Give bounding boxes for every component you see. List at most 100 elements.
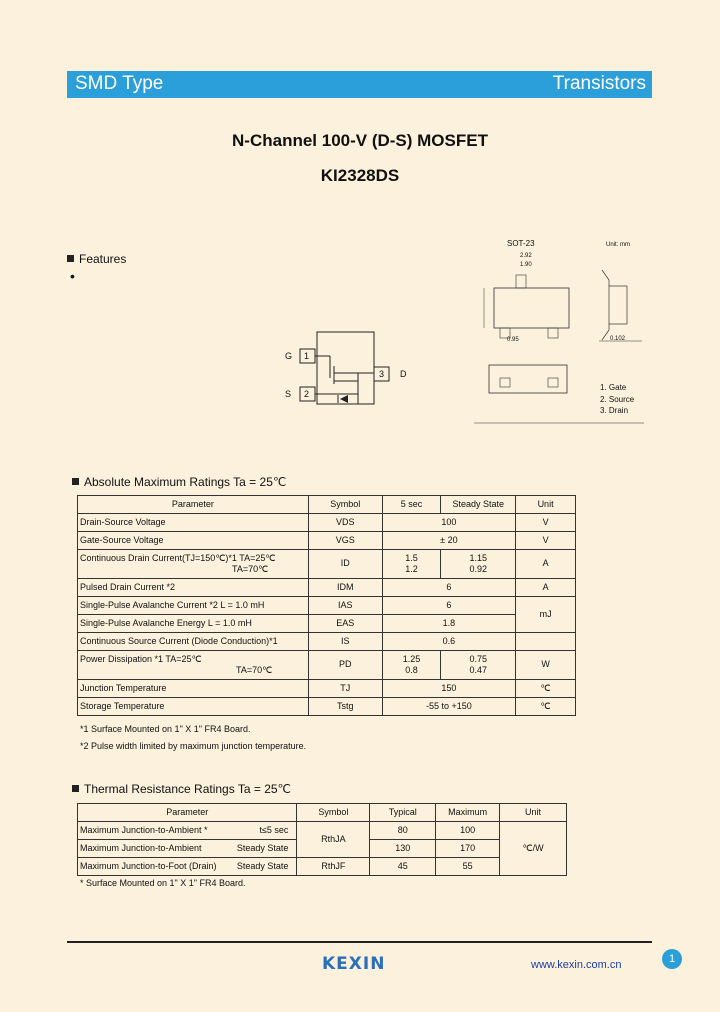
abs-max-heading: Absolute Maximum Ratings Ta = 25℃ bbox=[72, 475, 286, 489]
value-cell: 6 bbox=[381, 596, 517, 615]
value-cell: -55 to +150 bbox=[381, 697, 517, 716]
symbol-cell: Tstg bbox=[307, 697, 383, 716]
param-cell: Gate-Source Voltage bbox=[77, 531, 309, 550]
maximum-cell: 100 bbox=[435, 821, 501, 840]
table-row: Maximum Junction-to-Ambient *t≤5 sec Rth… bbox=[76, 821, 567, 876]
features-bullet: • bbox=[70, 268, 75, 284]
header-right-title: Transistors bbox=[552, 73, 646, 94]
symbol-cell: IAS bbox=[307, 596, 383, 615]
unit-cell: ℃ bbox=[515, 679, 576, 698]
gate-pin: 1 bbox=[304, 351, 310, 361]
table-row: Storage Temperature Tstg -55 to +150 ℃ bbox=[77, 697, 576, 716]
table-row: Continuous Source Current (Diode Conduct… bbox=[77, 632, 576, 651]
dim-pitch: 1.90 bbox=[520, 262, 532, 268]
symbol-cell: EAS bbox=[307, 614, 383, 633]
package-unit: Unit: mm bbox=[606, 242, 630, 248]
symbol-cell: IS bbox=[307, 632, 383, 651]
dim-height: 0.102 bbox=[610, 336, 626, 342]
symbol-cell: VDS bbox=[307, 513, 383, 532]
symbol-cell: PD bbox=[307, 650, 383, 680]
value-cell: 0.6 bbox=[381, 632, 517, 651]
param-cell: Maximum Junction-to-Foot (Drain)Steady S… bbox=[76, 857, 298, 876]
table-row: Maximum Junction-to-Foot (Drain)Steady S… bbox=[76, 857, 567, 876]
page-number: 1 bbox=[662, 949, 682, 969]
param-cell: Storage Temperature bbox=[77, 697, 309, 716]
pin-2-description: 2. Source bbox=[600, 395, 635, 404]
unit-cell: ℃/W bbox=[499, 821, 567, 876]
document-title: N-Channel 100-V (D-S) MOSFET bbox=[232, 131, 488, 150]
package-name: SOT-23 bbox=[507, 239, 535, 248]
symbol-cell: TJ bbox=[307, 679, 383, 698]
dim-lead: 0.95 bbox=[507, 337, 519, 343]
thermal-table: Parameter Symbol Typical Maximum Unit Ma… bbox=[76, 803, 567, 876]
symbol-cell: VGS bbox=[307, 531, 383, 550]
value-cell: 6 bbox=[381, 578, 517, 597]
table-header-row: Parameter Symbol Typical Maximum Unit bbox=[76, 803, 567, 822]
value-cell: ± 20 bbox=[381, 531, 517, 550]
table-row: Single-Pulse Avalanche Current *2 L = 1.… bbox=[77, 596, 576, 633]
website-link[interactable]: www.kexin.com.cn bbox=[531, 959, 622, 971]
table-row: Power Dissipation *1 TA=25℃ TA=70℃ PD 1.… bbox=[77, 650, 576, 680]
typical-cell: 130 bbox=[369, 839, 437, 858]
package-drawing bbox=[474, 269, 644, 424]
header-cell: Parameter bbox=[76, 803, 298, 822]
drain-pin: 3 bbox=[379, 369, 385, 379]
gate-label: G bbox=[285, 351, 293, 361]
dim-width: 2.92 bbox=[520, 253, 532, 259]
source-label: S bbox=[285, 389, 292, 399]
symbol-cell: RthJA bbox=[296, 821, 371, 858]
table-row: Junction Temperature TJ 150 ℃ bbox=[77, 679, 576, 698]
param-cell: Power Dissipation *1 TA=25℃ TA=70℃ bbox=[77, 650, 309, 680]
unit-cell: mJ bbox=[515, 596, 576, 633]
table-row: Continuous Drain Current(TJ=150℃)*1 TA=2… bbox=[77, 549, 576, 579]
param-cell: Single-Pulse Avalanche Energy L = 1.0 mH bbox=[77, 614, 309, 633]
param-cell: Continuous Source Current (Diode Conduct… bbox=[77, 632, 309, 651]
unit-cell: W bbox=[515, 650, 576, 680]
maximum-cell: 170 bbox=[435, 839, 501, 858]
mosfet-schematic bbox=[299, 331, 390, 405]
param-cell: Continuous Drain Current(TJ=150℃)*1 TA=2… bbox=[77, 549, 309, 579]
header-cell: Maximum bbox=[435, 803, 501, 822]
symbol-cell: IDM bbox=[307, 578, 383, 597]
source-pin: 2 bbox=[304, 389, 310, 399]
header-cell: Symbol bbox=[296, 803, 371, 822]
header-cell: Parameter bbox=[77, 495, 309, 514]
table-header-row: Parameter Symbol 5 sec Steady State Unit bbox=[77, 495, 576, 514]
maximum-cell: 55 bbox=[435, 857, 501, 876]
features-heading: Features bbox=[67, 252, 126, 266]
typical-cell: 80 bbox=[369, 821, 437, 840]
square-bullet-icon bbox=[72, 785, 79, 792]
symbol-cell: RthJF bbox=[296, 857, 371, 876]
thermal-footnote: * Surface Mounted on 1" X 1" FR4 Board. bbox=[80, 878, 246, 888]
param-cell: Pulsed Drain Current *2 bbox=[77, 578, 309, 597]
header-cell: Steady State bbox=[440, 495, 517, 514]
pin-3-description: 3. Drain bbox=[600, 406, 629, 415]
header-cell: Symbol bbox=[307, 495, 383, 514]
pin-1-description: 1. Gate bbox=[600, 383, 627, 392]
header-cell: Typical bbox=[369, 803, 437, 822]
footer-divider bbox=[67, 941, 652, 943]
thermal-heading: Thermal Resistance Ratings Ta = 25℃ bbox=[72, 782, 291, 796]
header-cell: 5 sec bbox=[381, 495, 442, 514]
param-cell: Single-Pulse Avalanche Current *2 L = 1.… bbox=[77, 596, 309, 615]
typical-cell: 45 bbox=[369, 857, 437, 876]
header-cell: Unit bbox=[499, 803, 567, 822]
symbol-cell: ID bbox=[307, 549, 383, 579]
value-cell: 150 bbox=[381, 679, 517, 698]
unit-cell: V bbox=[515, 531, 576, 550]
header-left-title: SMD Type bbox=[75, 73, 164, 94]
table-row: Drain-Source Voltage VDS 100 V bbox=[77, 513, 576, 532]
unit-cell: A bbox=[515, 549, 576, 579]
param-cell: Junction Temperature bbox=[77, 679, 309, 698]
table-row: Pulsed Drain Current *2 IDM 6 A bbox=[77, 578, 576, 597]
unit-cell: V bbox=[515, 513, 576, 532]
value-cell: 100 bbox=[381, 513, 517, 532]
param-cell: Maximum Junction-to-Ambient *t≤5 sec bbox=[76, 821, 298, 840]
part-number: KI2328DS bbox=[320, 166, 400, 185]
square-bullet-icon bbox=[67, 255, 74, 262]
